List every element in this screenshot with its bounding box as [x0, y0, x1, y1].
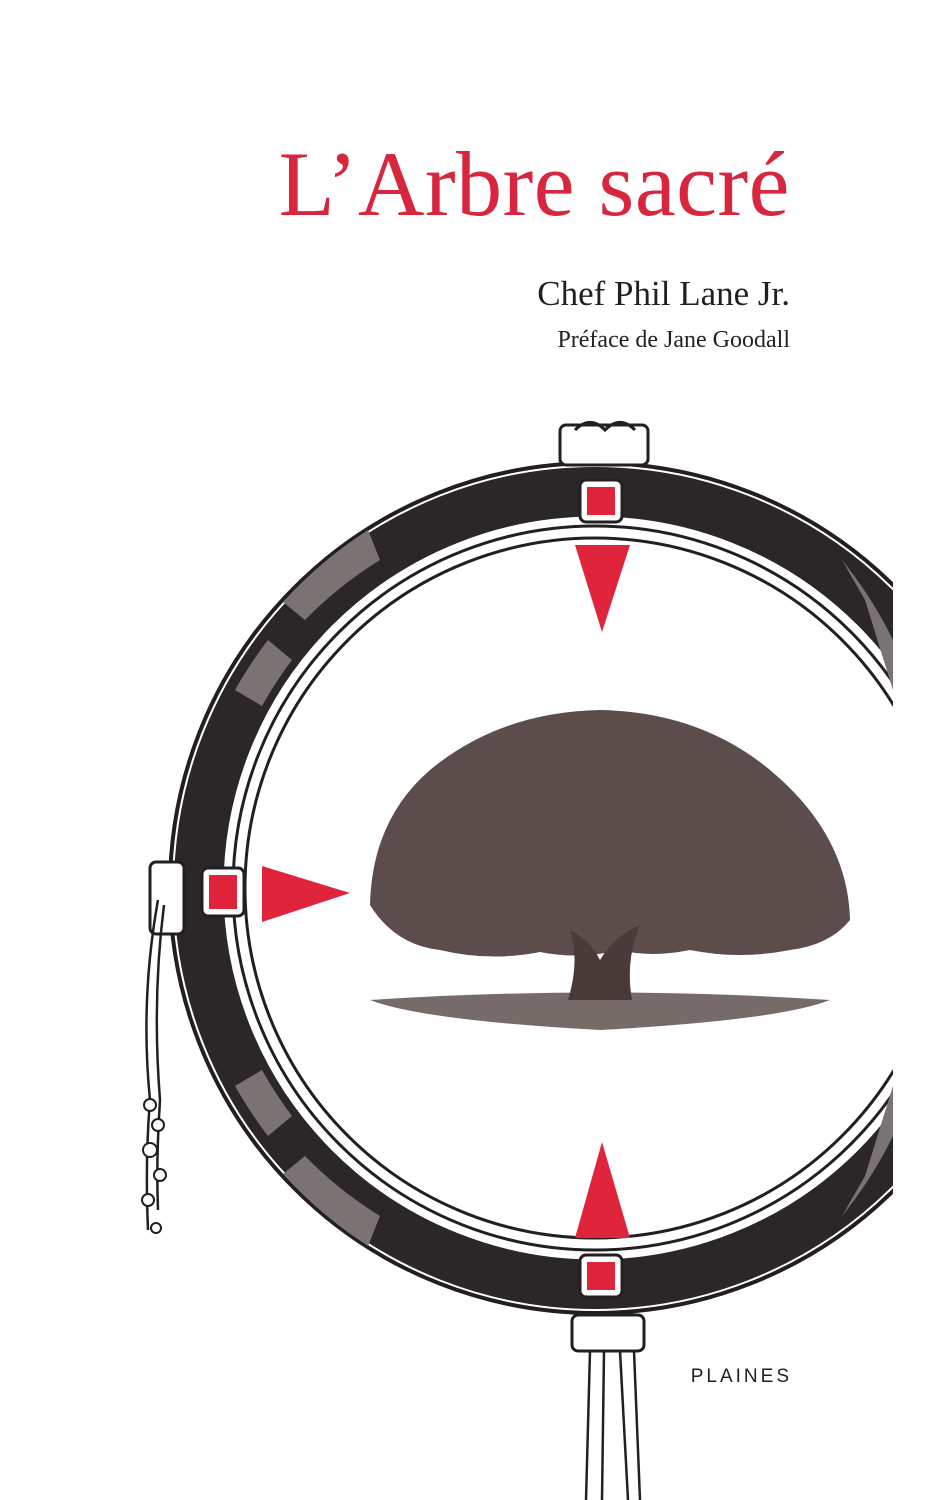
feather-string-icon	[141, 860, 186, 1234]
book-author: Chef Phil Lane Jr.	[537, 274, 790, 313]
drum-hanger-top-icon	[558, 421, 650, 467]
compass-arrow-south-icon	[575, 1142, 630, 1238]
drum-hanger-bottom-icon	[570, 1313, 646, 1500]
book-title: L’Arbre sacré	[278, 133, 790, 235]
compass-arrow-north-icon	[575, 545, 630, 632]
book-preface: Préface de Jane Goodall	[557, 327, 790, 353]
sacred-tree-icon	[370, 710, 850, 1030]
compass-arrow-west-icon	[262, 866, 350, 922]
publisher-name: PLAINES	[690, 1366, 792, 1387]
